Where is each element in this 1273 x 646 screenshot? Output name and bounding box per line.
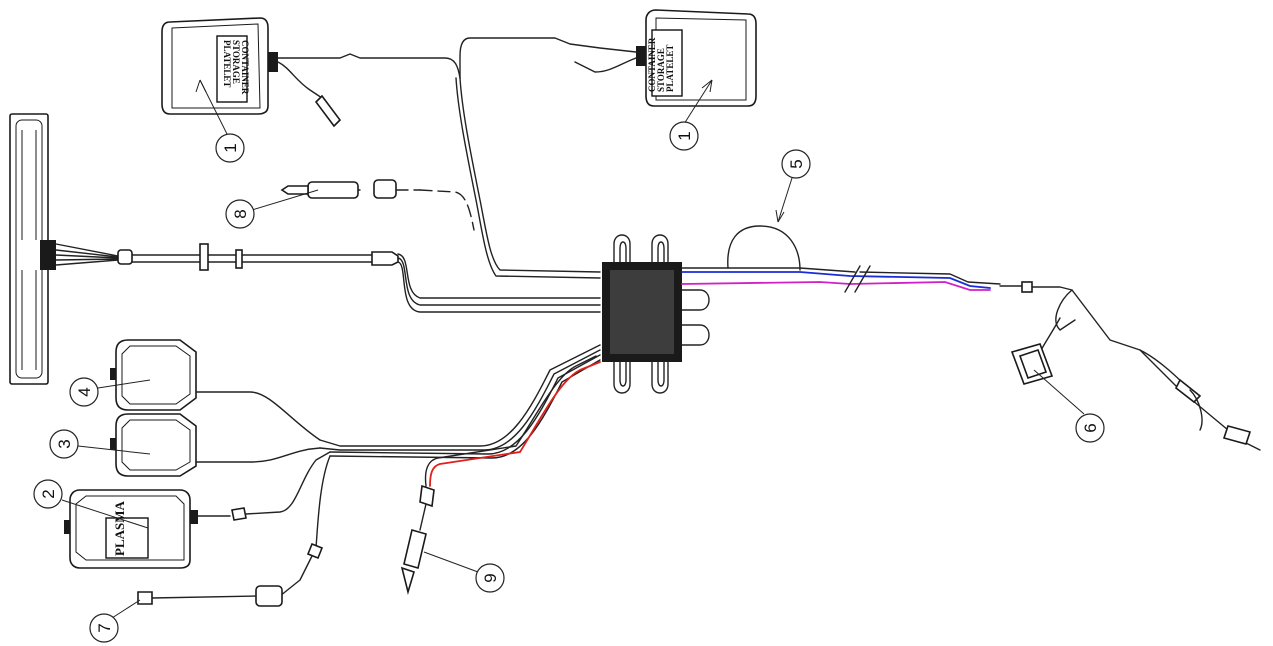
main-line [131, 243, 601, 313]
callout-6: 6 [1033, 369, 1105, 443]
connector-7 [137, 455, 331, 607]
filter-panel [9, 113, 133, 385]
bag-3 [110, 413, 321, 477]
svg-text:1: 1 [675, 131, 694, 140]
bag-4 [110, 339, 321, 441]
callout-8: 8 [225, 189, 319, 229]
needle-assembly [999, 281, 1261, 451]
svg-text:1: 1 [221, 143, 240, 152]
callout-2: 2 [33, 479, 149, 529]
central-manifold [602, 234, 710, 394]
platelet-line [459, 77, 601, 273]
callout-1b: 1 [669, 79, 713, 151]
platelet-right-line1: PLATELET [665, 45, 675, 92]
svg-text:8: 8 [231, 209, 250, 218]
plasma-label: PLASMA [112, 501, 127, 557]
spike-8 [280, 179, 475, 231]
callout-5: 5 [775, 149, 811, 223]
svg-text:2: 2 [39, 489, 58, 498]
outlet-lines [681, 225, 1001, 293]
platelet-container-right: PLATELET STORAGE CONTAINER [459, 9, 757, 107]
callout-7: 7 [89, 599, 141, 643]
bag-2-plasma: PLASMA [64, 451, 331, 569]
callout-4: 4 [69, 377, 151, 407]
svg-text:7: 7 [95, 623, 114, 632]
platelet-container-left: PLATELET STORAGE CONTAINER [161, 17, 461, 128]
svg-text:5: 5 [787, 159, 806, 168]
svg-text:6: 6 [1081, 423, 1100, 432]
platelet-left-line3: CONTAINER [240, 40, 250, 95]
callout-1a: 1 [195, 79, 245, 163]
platelet-right-line3: CONTAINER [647, 37, 657, 92]
platelet-left-line1: PLATELET [222, 40, 232, 87]
svg-text:4: 4 [75, 387, 94, 396]
callout-9: 9 [423, 551, 505, 593]
spike-9 [400, 355, 601, 596]
platelet-left-line2: STORAGE [231, 40, 241, 84]
callout-3: 3 [49, 429, 151, 459]
svg-text:9: 9 [481, 573, 500, 582]
platelet-right-line2: STORAGE [656, 48, 666, 92]
svg-text:3: 3 [55, 439, 74, 448]
